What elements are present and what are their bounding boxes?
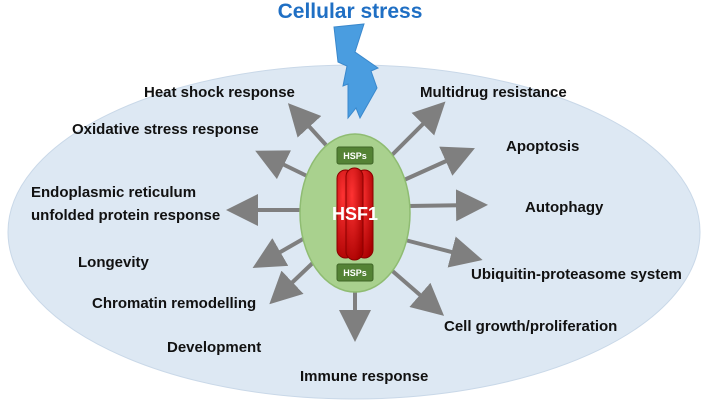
label-er-line2: unfolded protein response [31,207,220,224]
hsf1-subunit [345,167,364,261]
arrows [226,101,488,342]
diagram-title: Cellular stress [278,0,423,23]
label-growth: Cell growth/proliferation [444,318,617,335]
arrow-oxidative [255,150,308,180]
arrow-multidrug [388,101,446,159]
hsf1-trimer [336,167,374,261]
label-chromatin: Chromatin remodelling [92,295,256,312]
hsp-box-top [336,146,374,165]
lightning-bolt-icon [333,23,380,120]
arrow-apoptosis [403,146,475,182]
arrow-autophagy [407,189,488,222]
label-oxidative: Oxidative stress response [72,121,259,138]
label-heat-shock: Heat shock response [144,84,295,101]
arrow-heat-shock [287,103,328,147]
label-ubiquitin: Ubiquitin-proteasome system [471,266,682,283]
hsp-box-bottom [336,263,374,282]
label-er-line1: Endoplasmic reticulum [31,184,196,201]
label-multidrug: Multidrug resistance [420,84,567,101]
arrow-ubiquitin [404,236,483,268]
hsf1-label: HSF1 [332,204,378,224]
hsp-label-bottom: HSPs [343,268,367,278]
label-development: Development [167,339,261,356]
arrow-longevity [252,233,311,268]
label-autophagy: Autophagy [525,199,604,216]
arrow-growth [387,266,445,316]
label-immune: Immune response [300,368,428,385]
label-apoptosis: Apoptosis [506,138,579,155]
label-longevity: Longevity [78,254,149,271]
hsp-label-top: HSPs [343,151,367,161]
